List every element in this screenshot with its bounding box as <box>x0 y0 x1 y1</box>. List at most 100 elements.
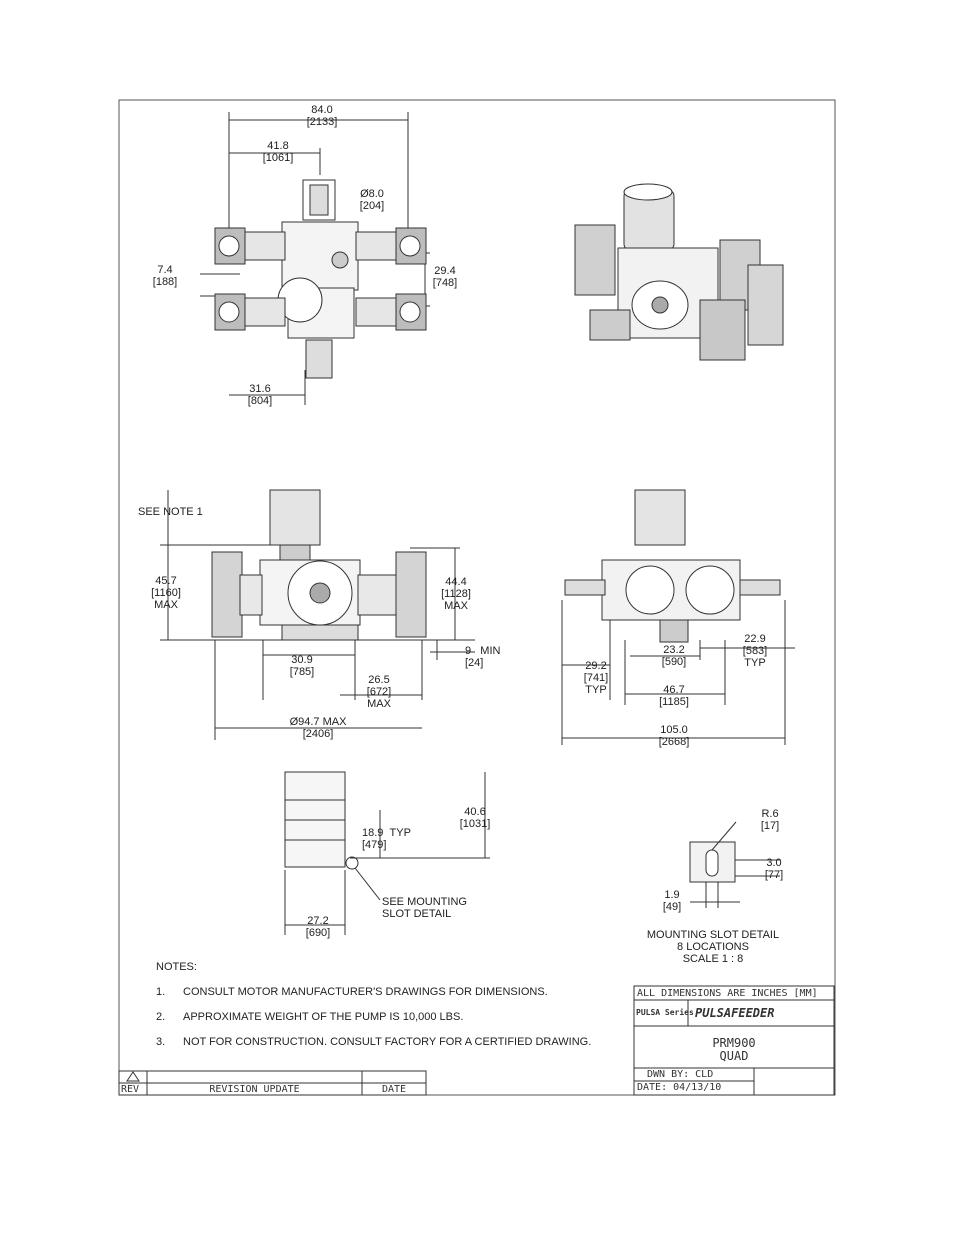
dim-value: 84.0 <box>311 104 333 116</box>
dim-mm: [1185] <box>659 696 689 708</box>
dim-front-a: 30.9[785] <box>282 654 322 678</box>
dim-mm: [17] <box>760 820 780 832</box>
see-note-callout: SEE NOTE 1 <box>138 506 203 518</box>
dim-top-bottom: 31.6[804] <box>240 383 280 407</box>
slot-detail-scale: SCALE 1 : 8 <box>682 953 744 965</box>
note-2-text: APPROXIMATE WEIGHT OF THE PUMP IS 10,000… <box>183 1011 464 1023</box>
dim-value: 105.0 <box>660 724 688 736</box>
dim-mm: [690] <box>305 927 331 939</box>
dim-side-overall: 105.0[2668] <box>652 724 696 748</box>
revision-block <box>118 1070 427 1096</box>
dim-value: 22.9 <box>744 633 766 645</box>
dim-top-overall: 84.0[2133] <box>297 104 347 128</box>
dim-slot-w: 1.9[49] <box>652 889 692 913</box>
dim-note: MAX <box>444 600 468 612</box>
dim-value: 30.9 <box>291 654 313 666</box>
dim-note: TYP <box>744 657 766 669</box>
title-block <box>633 985 835 1096</box>
dim-mm: [2406] <box>302 728 334 740</box>
front-view <box>160 489 475 740</box>
dim-value: 18.9 <box>362 827 384 839</box>
note-3-number: 3. <box>156 1036 166 1048</box>
dim-front-height2: 44.4[1128]MAX <box>436 576 476 612</box>
notes-heading: NOTES: <box>156 961 197 973</box>
dim-value: 29.4 <box>434 265 456 277</box>
dim-base-h: 40.6[1031] <box>455 806 495 830</box>
slot-detail-locations: 8 LOCATIONS <box>677 941 749 953</box>
see-mounting-line2: SLOT DETAIL <box>382 908 452 920</box>
dim-slot-h: 3.0[77] <box>754 857 794 881</box>
top-view <box>200 112 430 405</box>
dim-note: MAX <box>154 599 178 611</box>
dim-slot-r: R.6[17] <box>750 808 790 832</box>
dim-value: 29.2 <box>585 660 607 672</box>
dim-top-dia: Ø8.0[204] <box>352 188 392 212</box>
units-label: ALL DIMENSIONS ARE INCHES [MM] <box>637 988 818 999</box>
dim-side-a: 23.2[590] <box>654 644 694 668</box>
dim-value: R.6 <box>761 808 779 820</box>
dim-mm: [672] <box>366 686 392 698</box>
revision-update-label: REVISION UPDATE <box>209 1084 300 1095</box>
dim-mm: [77] <box>764 869 784 881</box>
dim-value: 40.6 <box>464 806 486 818</box>
dim-value: 23.2 <box>663 644 685 656</box>
date-label: DATE: 04/13/10 <box>637 1082 722 1093</box>
dim-front-min: 9 MIN[24] <box>465 645 500 669</box>
base-view <box>284 771 490 935</box>
dim-value: 41.8 <box>267 140 289 152</box>
note-3-text: NOT FOR CONSTRUCTION. CONSULT FACTORY FO… <box>183 1036 592 1048</box>
note-1-number: 1. <box>156 986 166 998</box>
dim-mm: [2668] <box>658 736 690 748</box>
dim-front-height: 45.7[1160]MAX <box>146 575 186 611</box>
dim-value: 9 <box>465 645 472 657</box>
dim-top-right: 29.4[748] <box>425 265 465 289</box>
dim-side-b: 22.9[583]TYP <box>735 633 775 669</box>
dim-mm: [590] <box>661 656 687 668</box>
dim-top-left: 7.4[188] <box>145 264 185 288</box>
dim-value: 26.5 <box>368 674 390 686</box>
slot-detail-title: MOUNTING SLOT DETAIL <box>646 929 780 941</box>
dim-note: MIN <box>480 645 501 657</box>
slot-detail <box>689 821 780 908</box>
dim-value: Ø8.0 <box>360 188 384 200</box>
dim-side-d: 46.7[1185] <box>654 684 694 708</box>
dim-mm: [1061] <box>262 152 294 164</box>
revision-date-label: DATE <box>381 1084 407 1095</box>
see-mounting-line1: SEE MOUNTING <box>382 896 467 908</box>
dim-front-dia: Ø94.7 MAX[2406] <box>278 716 358 740</box>
dim-side-c: 29.2[741]TYP <box>576 660 616 696</box>
note-1-text: CONSULT MOTOR MANUFACTURER'S DRAWINGS FO… <box>183 986 548 998</box>
sheet-border <box>118 99 836 1096</box>
rev-label: REV <box>121 1084 140 1095</box>
dim-value: 44.4 <box>445 576 467 588</box>
series-label: PULSA Series <box>636 1008 694 1017</box>
dim-note: TYP <box>389 827 411 839</box>
dim-mm: [785] <box>289 666 315 678</box>
note-2-number: 2. <box>156 1011 166 1023</box>
dim-mm: [49] <box>662 901 682 913</box>
dim-mm: [2133] <box>306 116 338 128</box>
config-label: QUAD <box>719 1049 749 1063</box>
model-label: PRM900 <box>712 1036 756 1050</box>
dim-value: 45.7 <box>155 575 177 587</box>
dim-base-typ: 18.9 TYP[479] <box>362 827 411 851</box>
dim-mm: [24] <box>465 657 484 669</box>
dim-value: 7.4 <box>157 264 173 276</box>
dim-mm: [188] <box>152 276 178 288</box>
brand-logo: PULSAFEEDER <box>695 1006 775 1020</box>
dim-top-half: 41.8[1061] <box>258 140 298 164</box>
drawn-by-label: DWN BY: CLD <box>647 1069 714 1080</box>
dim-mm: [748] <box>432 277 458 289</box>
dim-value: 1.9 <box>664 889 680 901</box>
dim-mm: [1160] <box>151 587 181 599</box>
dim-note: TYP <box>585 684 607 696</box>
dim-mm: [741] <box>583 672 609 684</box>
dim-note: MAX <box>367 698 391 710</box>
dim-value: 3.0 <box>766 857 782 869</box>
dim-base-w: 27.2[690] <box>298 915 338 939</box>
dim-mm: [204] <box>359 200 385 212</box>
dim-mm: [1031] <box>459 818 491 830</box>
